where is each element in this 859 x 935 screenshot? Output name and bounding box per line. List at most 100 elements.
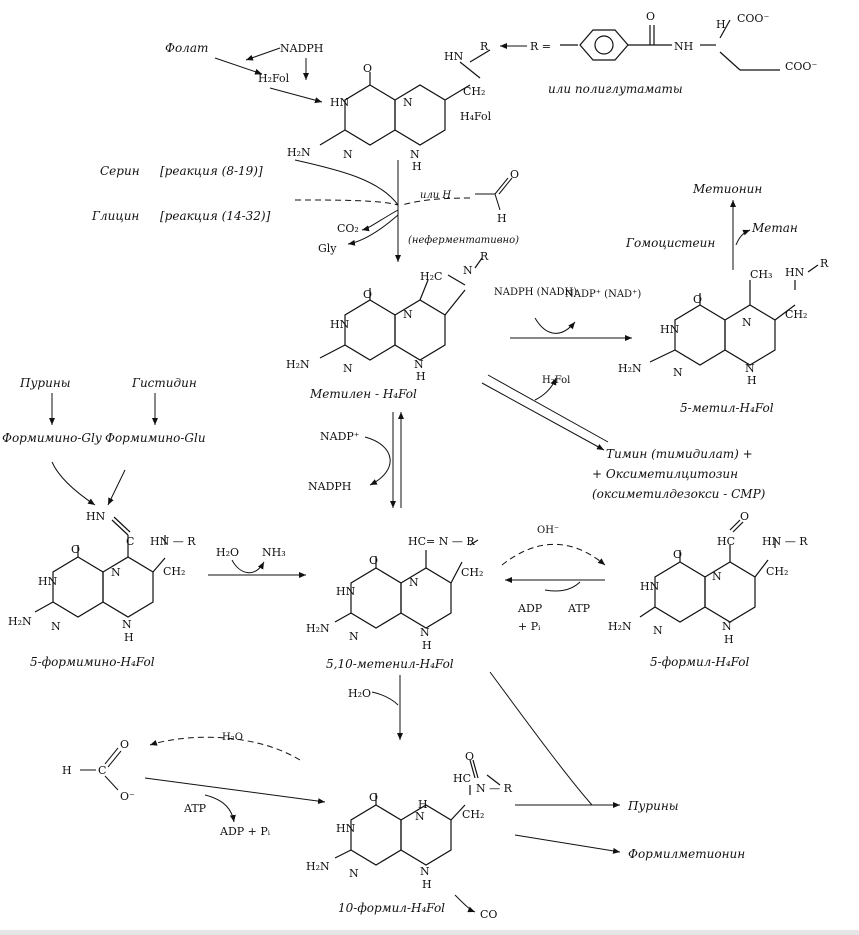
svg-text:HN: HN <box>38 575 58 588</box>
nadph-nadh: NADPH (NADH) <box>494 287 577 298</box>
nadp-nad: NADP⁺ (NAD⁺) <box>565 289 641 300</box>
nadp-center: NADP⁺ <box>320 430 360 443</box>
svg-text:N: N <box>403 308 413 321</box>
coo-1: COO⁻ <box>737 12 769 25</box>
svg-text:H: H <box>422 878 432 891</box>
svg-text:N: N <box>653 624 663 637</box>
pi-label: + Pᵢ <box>518 620 541 633</box>
svg-text:HN: HN <box>336 585 356 598</box>
formylmethionine-label: Формилметионин <box>628 847 745 861</box>
svg-text:H: H <box>747 374 757 387</box>
adp-label: ADP <box>517 602 543 615</box>
svg-text:C: C <box>98 764 106 777</box>
svg-text:H: H <box>497 212 507 225</box>
svg-text:H₂N: H₂N <box>306 860 330 873</box>
thymine-label: Тимин (тимидилат) + <box>606 447 753 461</box>
svg-text:HC= N — R: HC= N — R <box>408 535 475 548</box>
svg-text:H: H <box>124 631 134 644</box>
nadph-center: NADPH <box>308 480 351 493</box>
formyl10-name: 10-формил-H₄Fol <box>338 901 445 915</box>
formimino-section: Пурины Гистидин Формимино-Gly Формимино-… <box>2 376 306 669</box>
svg-text:HN: HN <box>444 50 464 63</box>
svg-text:H₂N: H₂N <box>608 620 632 633</box>
nadph-arrow <box>245 47 281 61</box>
svg-text:N — R: N — R <box>476 782 513 795</box>
svg-text:N: N <box>415 810 425 823</box>
folate-arrow <box>214 57 263 75</box>
h2o-label-center: H₂O <box>348 687 371 700</box>
svg-text:HN: HN <box>330 96 350 109</box>
svg-text:HN: HN <box>785 266 805 279</box>
methionine-label: Метионин <box>692 182 762 196</box>
svg-text:O: O <box>71 543 80 556</box>
svg-text:CH₂: CH₂ <box>785 308 807 321</box>
atp-label-bottom: ATP <box>183 802 207 815</box>
adp-pi-label: ADP + Pᵢ <box>219 825 271 838</box>
svg-text:N: N <box>122 618 132 631</box>
purines-bottom: Пурины <box>627 799 679 813</box>
svg-text:N: N <box>722 620 732 633</box>
methyl-h4fol: Метионин Метан Гомоцистеин O HN H₂N N N … <box>618 182 829 415</box>
formimino-gly: Формимино-Gly <box>2 431 102 445</box>
svg-text:O: O <box>740 510 749 523</box>
svg-text:H₂N: H₂N <box>618 362 642 375</box>
or-h-label: или H <box>420 190 451 201</box>
svg-text:H₂N: H₂N <box>8 615 32 628</box>
to-formylmethionine-arrow <box>514 834 621 854</box>
benzoyl-glutamate <box>560 19 780 71</box>
svg-text:HN: HN <box>336 822 356 835</box>
formimino-glu: Формимино-Glu <box>105 431 206 445</box>
svg-text:N: N <box>673 366 683 379</box>
svg-text:R: R <box>820 257 829 270</box>
svg-text:O: O <box>673 548 682 561</box>
nadph-label: NADPH <box>280 42 323 55</box>
r-equals: R = <box>530 40 551 53</box>
serine-glycine-section: Серин [реакция (8-19)] Глицин [реакция (… <box>91 159 519 262</box>
bottom-scroll-edge <box>0 930 859 935</box>
h2fol-label: H₂Fol <box>258 72 290 85</box>
svg-text:CH₂: CH₂ <box>163 565 185 578</box>
svg-text:N: N <box>463 264 473 277</box>
methylene-name: Метилен - H₄Fol <box>309 387 417 401</box>
svg-text:O: O <box>120 738 129 751</box>
methyl-name: 5-метил-H₄Fol <box>680 401 774 415</box>
svg-text:O: O <box>363 288 372 301</box>
co-label: CO <box>480 908 497 921</box>
svg-text:O: O <box>693 293 702 306</box>
oxymethyl-dcmp-label: (оксиметилдезокси - CMP) <box>592 487 766 501</box>
svg-text:H: H <box>412 160 422 173</box>
gly-label: Gly <box>318 242 337 255</box>
svg-text:O: O <box>369 791 378 804</box>
methenyl-name: 5,10-метенил-H₄Fol <box>326 657 454 671</box>
svg-text:CH₂: CH₂ <box>766 565 788 578</box>
svg-text:R: R <box>480 40 489 53</box>
svg-text:HC: HC <box>717 535 735 548</box>
svg-text:N: N <box>410 148 420 161</box>
svg-text:N: N <box>343 362 353 375</box>
formyl5-section: O HN H₂N N N N H O HC HN — R CH₂ 5-форми… <box>608 510 808 669</box>
svg-text:C: C <box>126 535 134 548</box>
h2fol-release: H₂Fol <box>542 375 570 386</box>
svg-text:HN — R: HN — R <box>150 535 196 548</box>
svg-text:N: N <box>742 316 752 329</box>
co2-label: CO₂ <box>337 222 359 235</box>
glycine-ref: [реакция (14-32)] <box>160 209 271 223</box>
nh3-label: NH₃ <box>262 546 286 559</box>
histidine-label: Гистидин <box>131 376 197 390</box>
svg-text:N: N <box>409 576 419 589</box>
h4fol-label: H₄Fol <box>460 110 492 123</box>
methylene-h4fol: O HN H₂N N N N H H₂C N R Метилен - H₄Fol… <box>286 250 766 501</box>
svg-text:HN: HN <box>86 510 106 523</box>
to-thymine-arrow <box>481 382 605 451</box>
polyglutamates-label: или полиглутаматы <box>548 82 683 96</box>
formyl5-name: 5-формил-H₄Fol <box>650 655 750 669</box>
oh-label: OH⁻ <box>537 525 559 536</box>
svg-text:CH₂: CH₂ <box>462 808 484 821</box>
coo-2: COO⁻ <box>785 60 817 73</box>
svg-text:NH: NH <box>674 40 693 53</box>
oxymethylcytosine-label: + Оксиметилцитозин <box>592 467 738 481</box>
svg-text:N: N <box>111 566 121 579</box>
svg-text:O: O <box>369 554 378 567</box>
h2fol-arrow <box>269 87 323 104</box>
